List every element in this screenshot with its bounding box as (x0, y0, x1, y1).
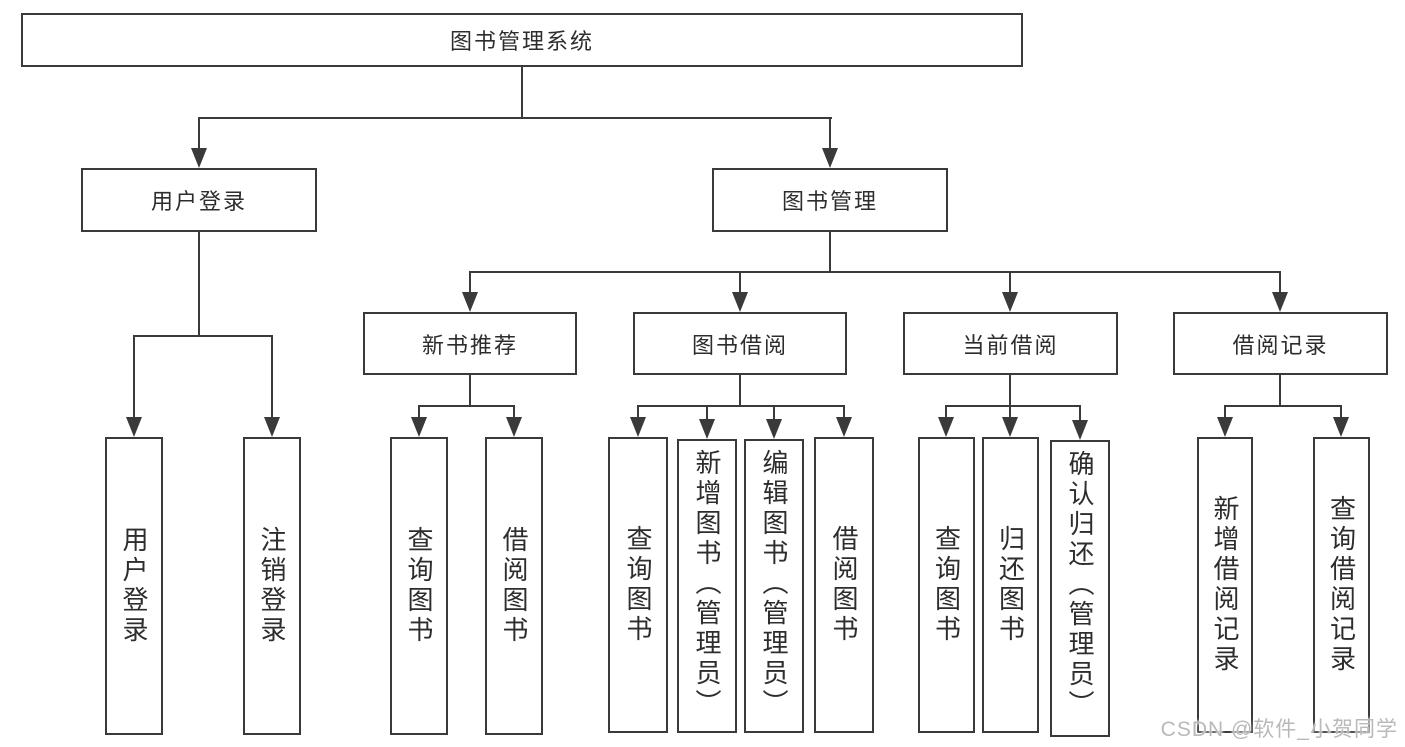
leaf-borrow-books-1: 借阅图书 (485, 437, 543, 735)
node-root-label: 图书管理系统 (449, 29, 594, 54)
leaf-add-borrow-record: 新增借阅记录 (1197, 437, 1253, 733)
connector-drop-leaf (513, 405, 515, 419)
node-borrow-records: 借阅记录 (1173, 312, 1388, 375)
leaf-query-books-3-label: 查询图书 (931, 525, 962, 645)
leaf-add-borrow-record-label: 新增借阅记录 (1210, 495, 1240, 675)
connector-drop-leaf (133, 335, 135, 419)
leaf-borrow-books-2: 借阅图书 (814, 437, 874, 733)
leaf-confirm-return-admin-label: 确认归还（管理员） (1065, 450, 1095, 720)
connector-new-book-branch (418, 405, 515, 407)
node-book-borrow: 图书借阅 (633, 312, 847, 375)
node-root: 图书管理系统 (21, 13, 1023, 67)
connector-drop-leaf (945, 405, 947, 419)
connector-drop-leaf (1079, 405, 1081, 422)
node-current-borrow-label: 当前借阅 (962, 332, 1059, 358)
leaf-query-borrow-record: 查询借阅记录 (1313, 437, 1370, 733)
node-user-login: 用户登录 (81, 168, 317, 232)
leaf-edit-books-admin-label: 编辑图书（管理员） (759, 449, 789, 719)
node-current-borrow: 当前借阅 (903, 312, 1118, 375)
arrowhead-down-icon (191, 148, 207, 168)
connector-drop-leaf (271, 335, 273, 419)
arrowhead-down-icon (1217, 417, 1233, 437)
node-book-management: 图书管理 (712, 168, 948, 232)
arrowhead-down-icon (836, 417, 852, 437)
arrowhead-down-icon (699, 419, 715, 439)
connector-drop-leaf (706, 405, 708, 421)
node-borrow-records-label: 借阅记录 (1232, 332, 1329, 358)
arrowhead-down-icon (264, 417, 280, 437)
connector-user-login-branch (133, 335, 273, 337)
arrowhead-down-icon (1272, 292, 1288, 312)
arrowhead-down-icon (1002, 417, 1018, 437)
watermark: CSDN @软件_小贺同学 (1160, 718, 1398, 741)
connector-root-stem (521, 67, 523, 119)
leaf-logout: 注销登录 (243, 437, 301, 735)
arrowhead-down-icon (462, 292, 478, 312)
connector-drop-leaf (418, 405, 420, 419)
arrowhead-down-icon (1002, 292, 1018, 312)
connector-drop-borrow-records (1279, 271, 1281, 294)
connector-drop-leaf (1224, 405, 1226, 419)
connector-new-book-stem (469, 375, 471, 407)
connector-borrow-records-stem (1279, 375, 1281, 407)
connector-book-management-branch (469, 271, 1281, 273)
node-user-login-label: 用户登录 (150, 189, 247, 214)
connector-drop-user-login (198, 117, 200, 151)
arrowhead-down-icon (822, 148, 838, 168)
node-book-borrow-label: 图书借阅 (691, 332, 788, 358)
leaf-user-login-label: 用户登录 (119, 526, 149, 646)
leaf-logout-label: 注销登录 (257, 526, 287, 646)
connector-book-management-stem (829, 232, 831, 273)
leaf-borrow-books-1-label: 借阅图书 (499, 526, 529, 646)
leaf-query-books-1-label: 查询图书 (404, 526, 434, 646)
connector-drop-current-borrow (1009, 271, 1011, 294)
leaf-add-books-admin: 新增图书（管理员） (677, 439, 737, 733)
arrowhead-down-icon (506, 417, 522, 437)
connector-drop-leaf (637, 405, 639, 419)
connector-current-borrow-stem (1009, 375, 1011, 407)
node-new-book-recommend: 新书推荐 (363, 312, 577, 375)
arrowhead-down-icon (732, 292, 748, 312)
arrowhead-down-icon (1333, 417, 1349, 437)
connector-drop-leaf (773, 405, 775, 421)
connector-drop-new-book (469, 271, 471, 294)
connector-book-borrow-branch (637, 405, 845, 407)
leaf-query-books-1: 查询图书 (390, 437, 448, 735)
leaf-edit-books-admin: 编辑图书（管理员） (744, 439, 804, 733)
connector-drop-leaf (843, 405, 845, 419)
leaf-add-books-admin-label: 新增图书（管理员） (692, 449, 722, 719)
leaf-query-borrow-record-label: 查询借阅记录 (1326, 495, 1357, 675)
connector-root-branch (198, 117, 832, 119)
connector-drop-leaf (1009, 405, 1011, 419)
leaf-confirm-return-admin: 确认归还（管理员） (1050, 440, 1110, 737)
arrowhead-down-icon (766, 419, 782, 439)
arrowhead-down-icon (938, 417, 954, 437)
connector-book-borrow-stem (739, 375, 741, 407)
node-new-book-recommend-label: 新书推荐 (421, 332, 518, 358)
leaf-query-books-3: 查询图书 (918, 437, 975, 733)
leaf-return-books: 归还图书 (982, 437, 1039, 733)
connector-borrow-records-branch (1224, 405, 1342, 407)
connector-user-login-stem (198, 232, 200, 337)
arrowhead-down-icon (1072, 420, 1088, 440)
leaf-borrow-books-2-label: 借阅图书 (829, 525, 859, 645)
leaf-query-books-2-label: 查询图书 (623, 525, 653, 645)
leaf-query-books-2: 查询图书 (608, 437, 668, 733)
connector-current-borrow-branch (945, 405, 1081, 407)
connector-drop-book-borrow (739, 271, 741, 294)
arrowhead-down-icon (630, 417, 646, 437)
arrowhead-down-icon (411, 417, 427, 437)
leaf-user-login: 用户登录 (105, 437, 163, 735)
arrowhead-down-icon (126, 417, 142, 437)
connector-drop-book-management (829, 117, 831, 151)
node-book-management-label: 图书管理 (781, 189, 878, 214)
leaf-return-books-label: 归还图书 (995, 525, 1026, 645)
connector-drop-leaf (1340, 405, 1342, 419)
